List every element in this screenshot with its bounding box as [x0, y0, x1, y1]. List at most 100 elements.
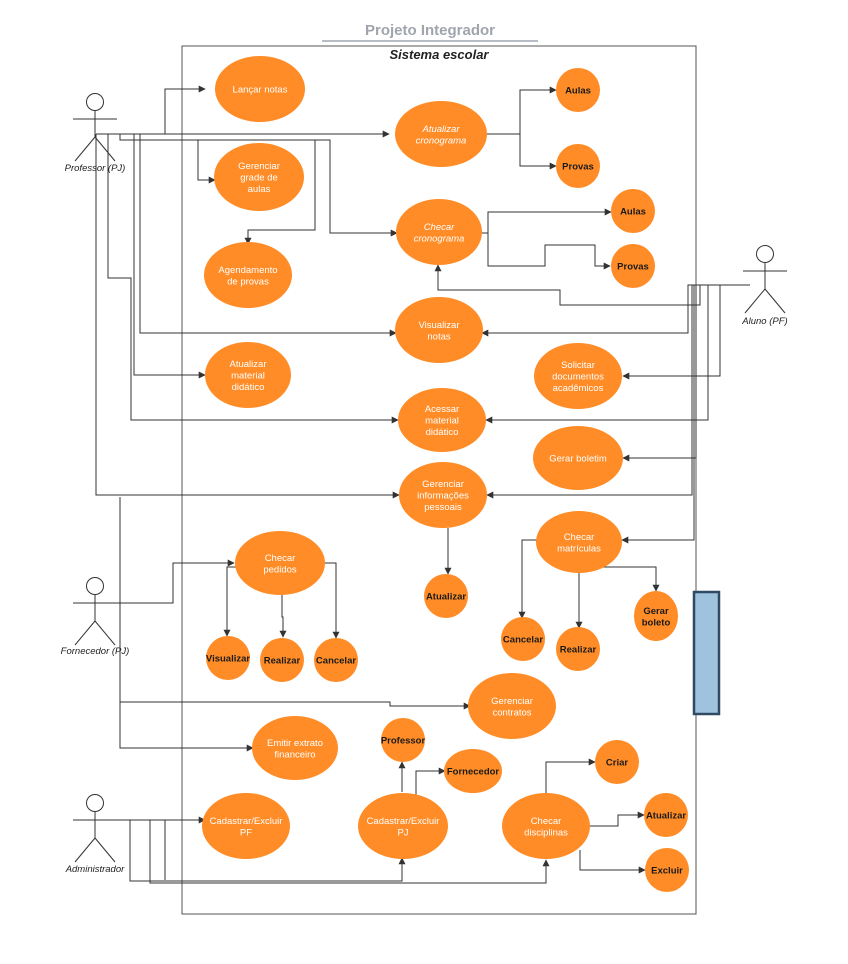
usecase-ellipse	[202, 793, 290, 859]
usecase-label: Cadastrar/Excluir	[210, 816, 283, 827]
usecase-label: Professor	[381, 736, 426, 747]
actor-right-leg-icon	[94, 620, 116, 646]
usecase-cancelar-matricula[interactable]: Cancelar	[501, 617, 545, 661]
actor-administrador[interactable]: Administrador	[65, 794, 125, 876]
usecase-ellipse	[204, 242, 292, 308]
usecase-ellipse	[252, 716, 338, 780]
usecase-cadastrar-pj-professor[interactable]: Professor	[381, 718, 426, 762]
usecase-ellipse	[399, 462, 487, 528]
usecase-label: Cancelar	[503, 635, 543, 646]
usecase-lancar-notas[interactable]: Lançar notas	[215, 56, 305, 122]
actor-label: Fornecedor (PJ)	[61, 646, 130, 657]
actor-right-leg-icon	[764, 288, 786, 314]
usecase-ellipse	[611, 189, 655, 233]
usecase-label: pessoais	[424, 502, 462, 513]
usecase-label: Checar	[424, 222, 455, 233]
usecase-excluir-disciplina[interactable]: Excluir	[645, 848, 689, 892]
usecase-atualizar-disciplina[interactable]: Atualizar	[644, 793, 688, 837]
usecase-ellipse	[502, 793, 590, 859]
usecase-label: Emitir extrato	[267, 738, 323, 749]
usecase-ellipse	[396, 199, 482, 265]
usecase-label: informações	[417, 491, 469, 502]
usecase-cadastrar-pj-fornecedor[interactable]: Fornecedor	[444, 749, 502, 793]
diagram-title: Projeto Integrador	[365, 22, 495, 39]
usecase-visualizar-pedido[interactable]: Visualizar	[206, 636, 250, 680]
usecase-label: Realizar	[264, 656, 301, 667]
usecase-ellipse	[444, 749, 502, 793]
usecase-label: Acessar	[425, 404, 459, 415]
usecase-label: grade de	[240, 173, 278, 184]
usecase-ellipse	[395, 101, 487, 167]
usecase-label: Provas	[562, 162, 594, 173]
usecase-ellipse	[595, 740, 639, 784]
usecase-label: Checar	[265, 553, 296, 564]
usecase-atualizar-info[interactable]: Atualizar	[424, 574, 468, 618]
actor-head-icon	[86, 93, 104, 111]
usecase-label: pedidos	[263, 564, 297, 575]
usecase-ellipse	[205, 342, 291, 408]
usecase-provas-1[interactable]: Provas	[556, 144, 600, 188]
actor-label: Professor (PJ)	[65, 163, 126, 174]
system-label: Sistema escolar	[389, 47, 489, 62]
usecase-ellipse	[556, 627, 600, 671]
usecase-label: Atualizar	[422, 124, 461, 135]
usecase-ellipse	[314, 638, 358, 682]
usecase-ellipse	[533, 426, 623, 490]
usecase-label: Fornecedor	[447, 767, 500, 778]
usecase-label: Criar	[606, 758, 628, 769]
usecase-label: Realizar	[560, 645, 597, 656]
actor-left-leg-icon	[74, 837, 96, 863]
usecase-label: Visualizar	[206, 654, 250, 665]
usecase-aulas-1[interactable]: Aulas	[556, 68, 600, 112]
usecase-label: Visualizar	[418, 320, 459, 331]
usecase-label: Atualizar	[230, 359, 267, 370]
usecase-realizar-matricula[interactable]: Realizar	[556, 627, 600, 671]
usecase-criar-disciplina[interactable]: Criar	[595, 740, 639, 784]
usecase-ellipse	[214, 143, 304, 211]
usecase-ellipse	[381, 718, 425, 762]
usecase-gerar-boletim[interactable]: Gerar boletim	[533, 426, 623, 490]
usecase-label: Gerar	[643, 606, 669, 617]
usecase-label: acadêmicos	[553, 383, 604, 394]
usecase-provas-2[interactable]: Provas	[611, 244, 655, 288]
usecase-ellipse	[358, 793, 448, 859]
usecase-ellipse	[235, 531, 325, 595]
side-panel-handle[interactable]	[692, 590, 721, 716]
actor-head-icon	[86, 794, 104, 812]
usecase-label: Provas	[617, 262, 649, 273]
actor-right-leg-icon	[94, 136, 116, 162]
connectors	[95, 85, 750, 884]
actor-fornecedor[interactable]: Fornecedor (PJ)	[61, 577, 130, 658]
usecase-cancelar-pedido[interactable]: Cancelar	[314, 638, 358, 682]
usecase-label: Gerenciar	[491, 696, 533, 707]
usecase-label: Gerenciar	[422, 479, 464, 490]
actor-aluno[interactable]: Aluno (PF)	[741, 245, 788, 328]
actor-head-icon	[86, 577, 104, 595]
usecase-label: matrículas	[557, 543, 601, 554]
usecase-label: financeiro	[274, 749, 315, 760]
usecase-aulas-2[interactable]: Aulas	[611, 189, 655, 233]
usecase-label: PF	[240, 827, 252, 838]
usecase-label: material	[425, 416, 459, 427]
usecase-label: didático	[426, 427, 459, 438]
usecase-realizar-pedido[interactable]: Realizar	[260, 638, 304, 682]
actor-professor[interactable]: Professor (PJ)	[65, 93, 126, 175]
actor-left-leg-icon	[74, 136, 96, 162]
